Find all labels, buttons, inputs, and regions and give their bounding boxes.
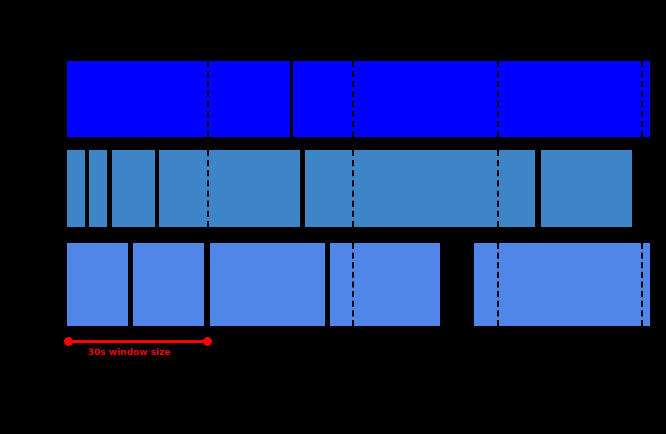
window-size-annotation: 30s window size xyxy=(0,336,666,366)
timeline-segment xyxy=(89,150,107,227)
window-size-start-cap xyxy=(64,337,73,346)
timeline-row-1 xyxy=(0,61,666,137)
timeline-segment xyxy=(305,150,535,227)
window-size-label: 30s window size xyxy=(88,348,171,358)
timeline-segment xyxy=(112,150,155,227)
timeline-segment xyxy=(541,150,632,227)
timeline-row-2 xyxy=(0,150,666,227)
window-size-end-cap xyxy=(203,337,212,346)
timeline-segment xyxy=(67,243,128,326)
timeline-segment xyxy=(67,150,85,227)
timeline-segment xyxy=(210,243,325,326)
timeline-row-3 xyxy=(0,243,666,326)
timeline-segment xyxy=(67,61,290,137)
timeline-segment xyxy=(330,243,440,326)
timeline-segment xyxy=(133,243,204,326)
window-size-bar xyxy=(68,340,207,343)
timeline-segment xyxy=(159,150,300,227)
timeline-segment xyxy=(293,61,650,137)
timeline-segment xyxy=(474,243,650,326)
